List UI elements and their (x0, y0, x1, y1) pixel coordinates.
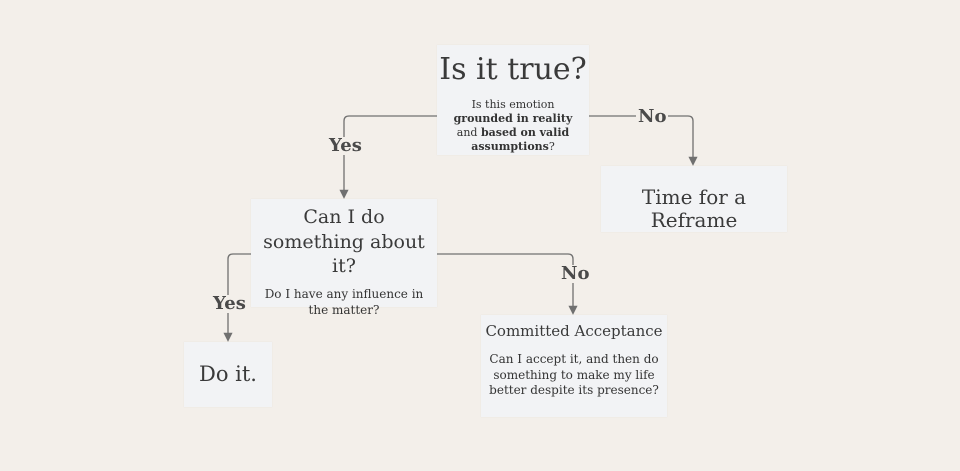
connector-true-yes (339, 115, 437, 199)
node-description: Do I have any influence in the matter? (264, 287, 424, 317)
node-title: Committed Acceptance (485, 322, 663, 340)
text-segment: Is this emotion (471, 97, 555, 111)
bold-segment: based on valid assumptions (471, 126, 570, 154)
node-title: Do it. (199, 362, 257, 386)
node-title: Is it true? (439, 52, 587, 87)
text-segment: ? (548, 140, 555, 154)
node-committed-acceptance: Committed Acceptance Can I accept it, an… (481, 315, 667, 417)
node-description: Can I accept it, and then do something t… (489, 352, 659, 398)
node-title: Time for a Reframe (641, 185, 747, 232)
connector-cando-yes (223, 253, 251, 342)
text-segment: and (456, 126, 481, 140)
node-can-i-do-something: Can I do something about it? Do I have a… (251, 199, 437, 317)
edge-label-yes: Yes (211, 293, 248, 314)
connector-cando-no (437, 253, 578, 315)
node-do-it: Do it. (184, 342, 272, 407)
edge-label-no: No (636, 106, 669, 127)
node-description: Is this emotion grounded in reality and … (437, 98, 589, 155)
connector-true-no (589, 115, 698, 166)
bold-segment: grounded in reality (453, 111, 573, 125)
node-time-for-a-reframe: Time for a Reframe (601, 166, 787, 232)
node-title: Can I do something about it? (263, 206, 425, 278)
edge-label-no: No (559, 263, 592, 284)
edge-label-yes: Yes (327, 135, 364, 156)
node-is-it-true: Is it true? Is this emotion grounded in … (437, 45, 589, 155)
